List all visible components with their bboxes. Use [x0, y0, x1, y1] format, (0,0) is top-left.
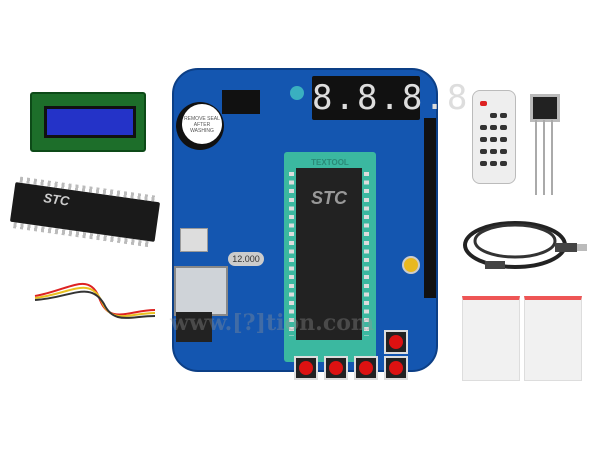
- usb-cable: [463, 221, 587, 269]
- socket-label: TEXTOOL: [311, 158, 349, 167]
- socket-lever[interactable]: [290, 86, 304, 100]
- seven-segment-display: 8.8.8.8.: [312, 76, 492, 120]
- watermark: www.[?]tion.com: [170, 310, 375, 336]
- push-button-1[interactable]: [294, 356, 318, 380]
- stc-chip: STC: [9, 182, 161, 242]
- ir-remote: [472, 90, 516, 184]
- crystal: 12.000: [228, 252, 264, 266]
- usb-port: [174, 266, 228, 316]
- buzzer-label: REMOVE SEAL AFTER WASHING: [182, 104, 222, 144]
- power-switch[interactable]: [180, 228, 208, 252]
- header-connector: [222, 90, 260, 114]
- potentiometer[interactable]: [402, 256, 420, 274]
- power-jack: [176, 312, 212, 342]
- lcd-module: [30, 92, 146, 152]
- side-header: [424, 118, 436, 298]
- hardware-bag-standoffs: [462, 296, 520, 381]
- ir-receiver-legs: [535, 120, 553, 195]
- reset-button[interactable]: [384, 330, 408, 354]
- microcontroller: STC: [289, 168, 369, 340]
- push-button-2[interactable]: [324, 356, 348, 380]
- ir-receiver: [530, 94, 560, 122]
- hardware-bag-jumpers: [524, 296, 582, 381]
- push-button-3[interactable]: [354, 356, 378, 380]
- push-button-4[interactable]: [384, 356, 408, 380]
- jumper-wires: [34, 282, 156, 319]
- buzzer: REMOVE SEAL AFTER WASHING: [176, 102, 224, 150]
